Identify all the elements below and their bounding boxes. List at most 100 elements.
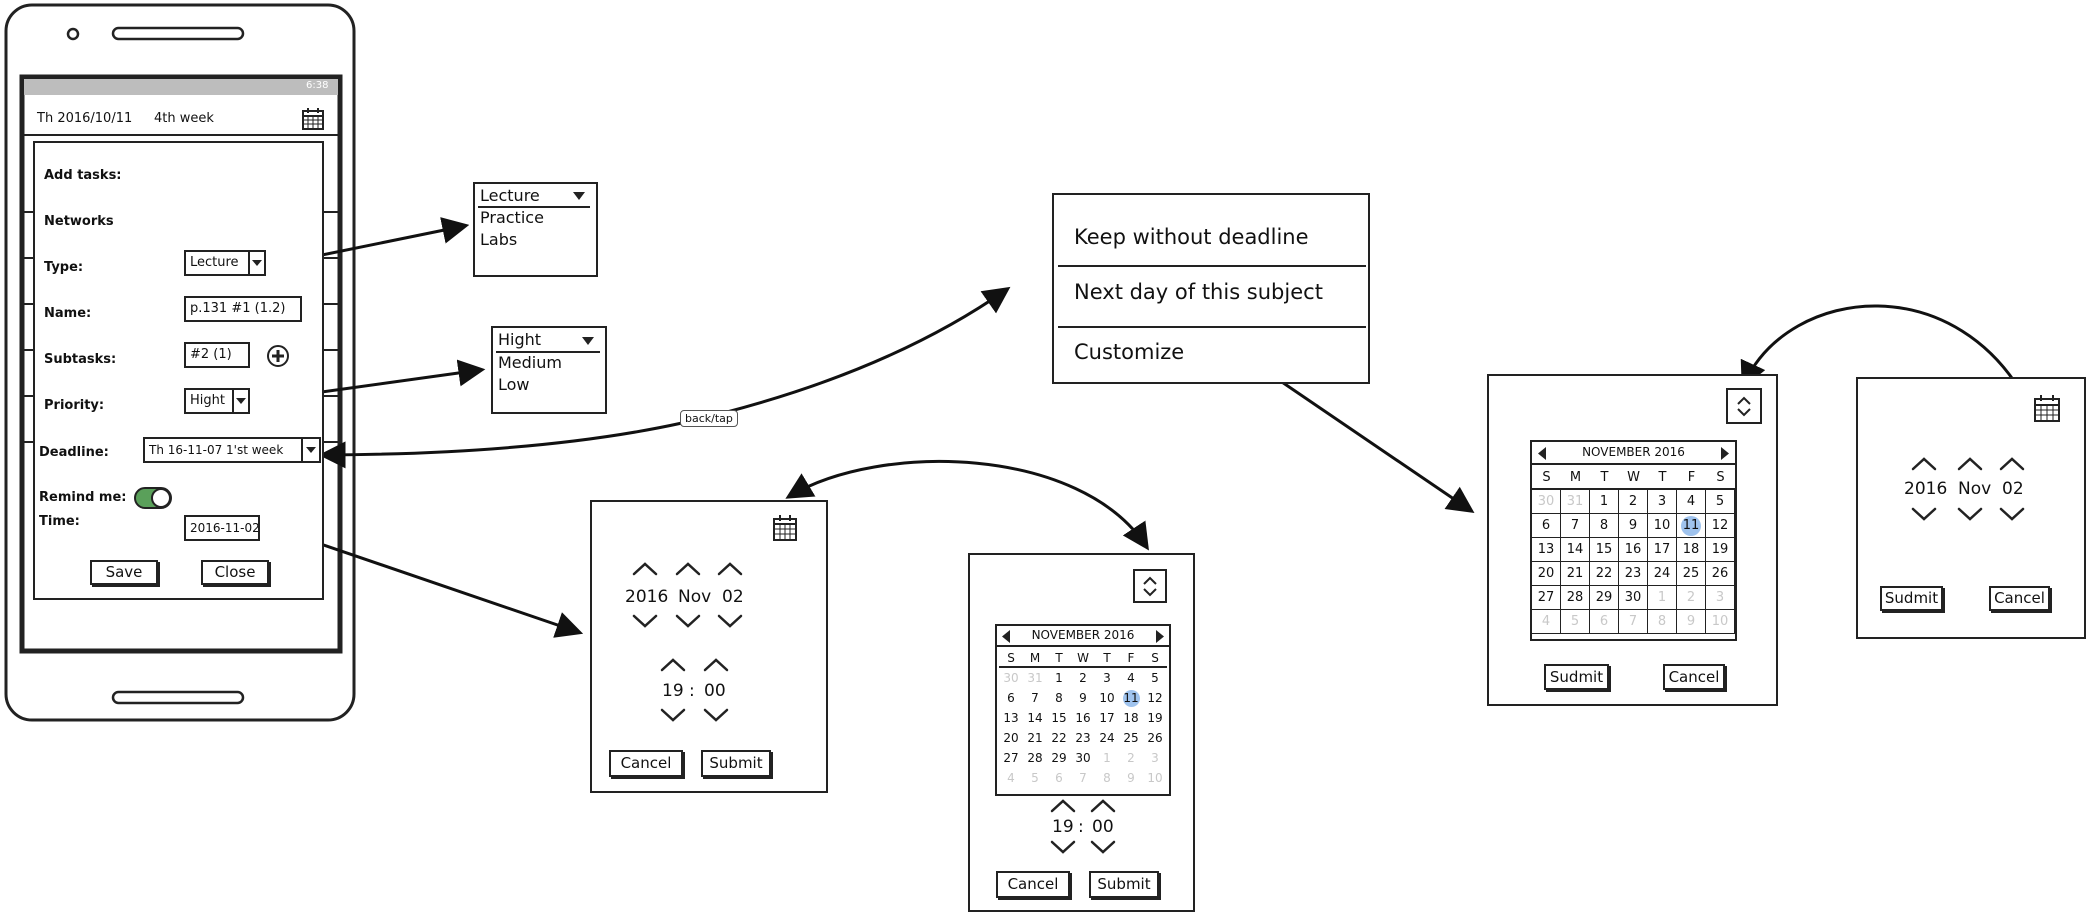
calendar-day[interactable]: 4 [1127, 671, 1135, 685]
calendar-day[interactable]: 8 [1590, 514, 1619, 538]
calendar-day[interactable]: 28 [1027, 751, 1043, 765]
submit-button[interactable]: Submit [1089, 871, 1159, 898]
priority-dropdown-selected[interactable]: Hight [498, 330, 542, 349]
calendar-day[interactable]: 29 [1051, 751, 1067, 765]
cancel-button[interactable]: Cancel [1989, 586, 2050, 611]
calendar-day[interactable]: 30 [1619, 586, 1648, 610]
calendar-day[interactable]: 10 [1099, 691, 1115, 705]
remind-toggle[interactable] [134, 487, 172, 509]
type-select[interactable]: Lecture [184, 250, 266, 276]
deadline-select[interactable]: Th 16-11-07 1'st week [143, 437, 321, 463]
cancel-button[interactable]: Cancel [1663, 664, 1725, 690]
submit-button[interactable]: Submit [701, 750, 771, 777]
add-subtask-icon[interactable] [266, 344, 290, 368]
calendar-day[interactable]: 3 [1648, 490, 1677, 514]
name-input[interactable]: p.131 #1 (1.2) [184, 296, 302, 322]
calendar-day[interactable]: 9 [1619, 514, 1648, 538]
calendar-day[interactable]: 21 [1027, 731, 1043, 745]
calendar-day[interactable]: 22 [1051, 731, 1067, 745]
save-button[interactable]: Save [90, 560, 158, 585]
calendar-day[interactable]: 14 [1561, 538, 1590, 562]
calendar-day[interactable]: 16 [1619, 538, 1648, 562]
cancel-button[interactable]: Cancel [996, 871, 1070, 898]
time-input[interactable]: 2016-11-02 [184, 515, 260, 541]
calendar-day[interactable]: 21 [1561, 562, 1590, 586]
calendar-day[interactable]: 1 [1055, 671, 1063, 685]
calendar-day[interactable]: 23 [1075, 731, 1091, 745]
calendar-day[interactable]: 26 [1706, 562, 1735, 586]
calendar-day[interactable]: 15 [1590, 538, 1619, 562]
toggle-spinner-icon[interactable] [1133, 569, 1167, 603]
calendar-day[interactable]: 23 [1619, 562, 1648, 586]
calendar-day[interactable]: 18 [1123, 711, 1139, 725]
calendar-day[interactable]: 22 [1590, 562, 1619, 586]
calendar-day[interactable]: 24 [1099, 731, 1115, 745]
prev-month-icon[interactable] [1001, 630, 1011, 643]
calendar-day[interactable]: 2 [1079, 671, 1087, 685]
menu-item-next-day[interactable]: Next day of this subject [1074, 280, 1323, 304]
menu-item-customize[interactable]: Customize [1074, 340, 1185, 364]
calendar-day[interactable]: 12 [1706, 514, 1735, 538]
selected-day[interactable]: 11 [1122, 690, 1140, 707]
prev-month-icon[interactable] [1537, 447, 1547, 460]
type-option[interactable]: Labs [480, 230, 518, 249]
submit-button[interactable]: Sudmit [1544, 664, 1609, 690]
calendar-day[interactable]: 16 [1075, 711, 1091, 725]
calendar-day[interactable]: 17 [1648, 538, 1677, 562]
priority-option[interactable]: Low [498, 375, 530, 394]
calendar-day[interactable]: 10 [1648, 514, 1677, 538]
menu-item-keep-without-deadline[interactable]: Keep without deadline [1074, 225, 1309, 249]
priority-option[interactable]: Medium [498, 353, 562, 372]
calendar-day[interactable]: 25 [1677, 562, 1706, 586]
calendar-day[interactable]: 19 [1147, 711, 1163, 725]
calendar-day[interactable]: 11 [1677, 514, 1706, 538]
calendar-day[interactable]: 18 [1677, 538, 1706, 562]
subtasks-input[interactable]: #2 (1) [184, 342, 250, 368]
type-dropdown-selected[interactable]: Lecture [480, 186, 540, 205]
calendar-day[interactable]: 27 [1003, 751, 1019, 765]
calendar-day[interactable]: 19 [1706, 538, 1735, 562]
calendar-day[interactable]: 6 [1532, 514, 1561, 538]
selected-day[interactable]: 11 [1681, 516, 1701, 536]
calendar-day[interactable]: 27 [1532, 586, 1561, 610]
calendar-day[interactable]: 13 [1003, 711, 1019, 725]
calendar-day[interactable]: 13 [1532, 538, 1561, 562]
next-month-icon[interactable] [1155, 630, 1165, 643]
calendar-day[interactable]: 8 [1055, 691, 1063, 705]
calendar-day[interactable]: 17 [1099, 711, 1115, 725]
calendar-day[interactable]: 5 [1706, 490, 1735, 514]
spinner-chevrons[interactable] [592, 502, 830, 795]
submit-button[interactable]: Sudmit [1880, 586, 1943, 611]
calendar-day[interactable]: 12 [1147, 691, 1163, 705]
calendar-day[interactable]: 11 [1119, 688, 1143, 708]
calendar-day[interactable]: 26 [1147, 731, 1163, 745]
calendar-day[interactable]: 5 [1151, 671, 1159, 685]
calendar-day[interactable]: 1 [1590, 490, 1619, 514]
calendar-day[interactable]: 20 [1003, 731, 1019, 745]
calendar-day[interactable]: 3 [1103, 671, 1111, 685]
next-month-icon[interactable] [1720, 447, 1730, 460]
calendar-day[interactable]: 15 [1051, 711, 1067, 725]
calendar-icon[interactable] [772, 514, 798, 542]
calendar-day[interactable]: 9 [1079, 691, 1087, 705]
cancel-button[interactable]: Cancel [609, 750, 683, 777]
type-option[interactable]: Practice [480, 208, 544, 227]
priority-select[interactable]: Hight [184, 388, 250, 414]
calendar-day[interactable]: 7 [1561, 514, 1590, 538]
toggle-spinner-icon[interactable] [1726, 388, 1762, 424]
calendar-day[interactable]: 25 [1123, 731, 1139, 745]
calendar-day[interactable]: 2 [1619, 490, 1648, 514]
calendar-day[interactable]: 14 [1027, 711, 1043, 725]
time-spinner-chevrons[interactable] [970, 555, 1197, 914]
calendar-icon[interactable] [2033, 394, 2061, 424]
calendar-day[interactable]: 20 [1532, 562, 1561, 586]
close-button[interactable]: Close [201, 560, 269, 585]
calendar-day[interactable]: 29 [1590, 586, 1619, 610]
calendar-day[interactable]: 30 [1075, 751, 1091, 765]
calendar-day[interactable]: 24 [1648, 562, 1677, 586]
calendar-day[interactable]: 28 [1561, 586, 1590, 610]
calendar-day[interactable]: 4 [1677, 490, 1706, 514]
calendar-icon[interactable] [301, 107, 325, 131]
date-spinner-chevrons[interactable] [1858, 379, 2088, 641]
calendar-day[interactable]: 7 [1031, 691, 1039, 705]
